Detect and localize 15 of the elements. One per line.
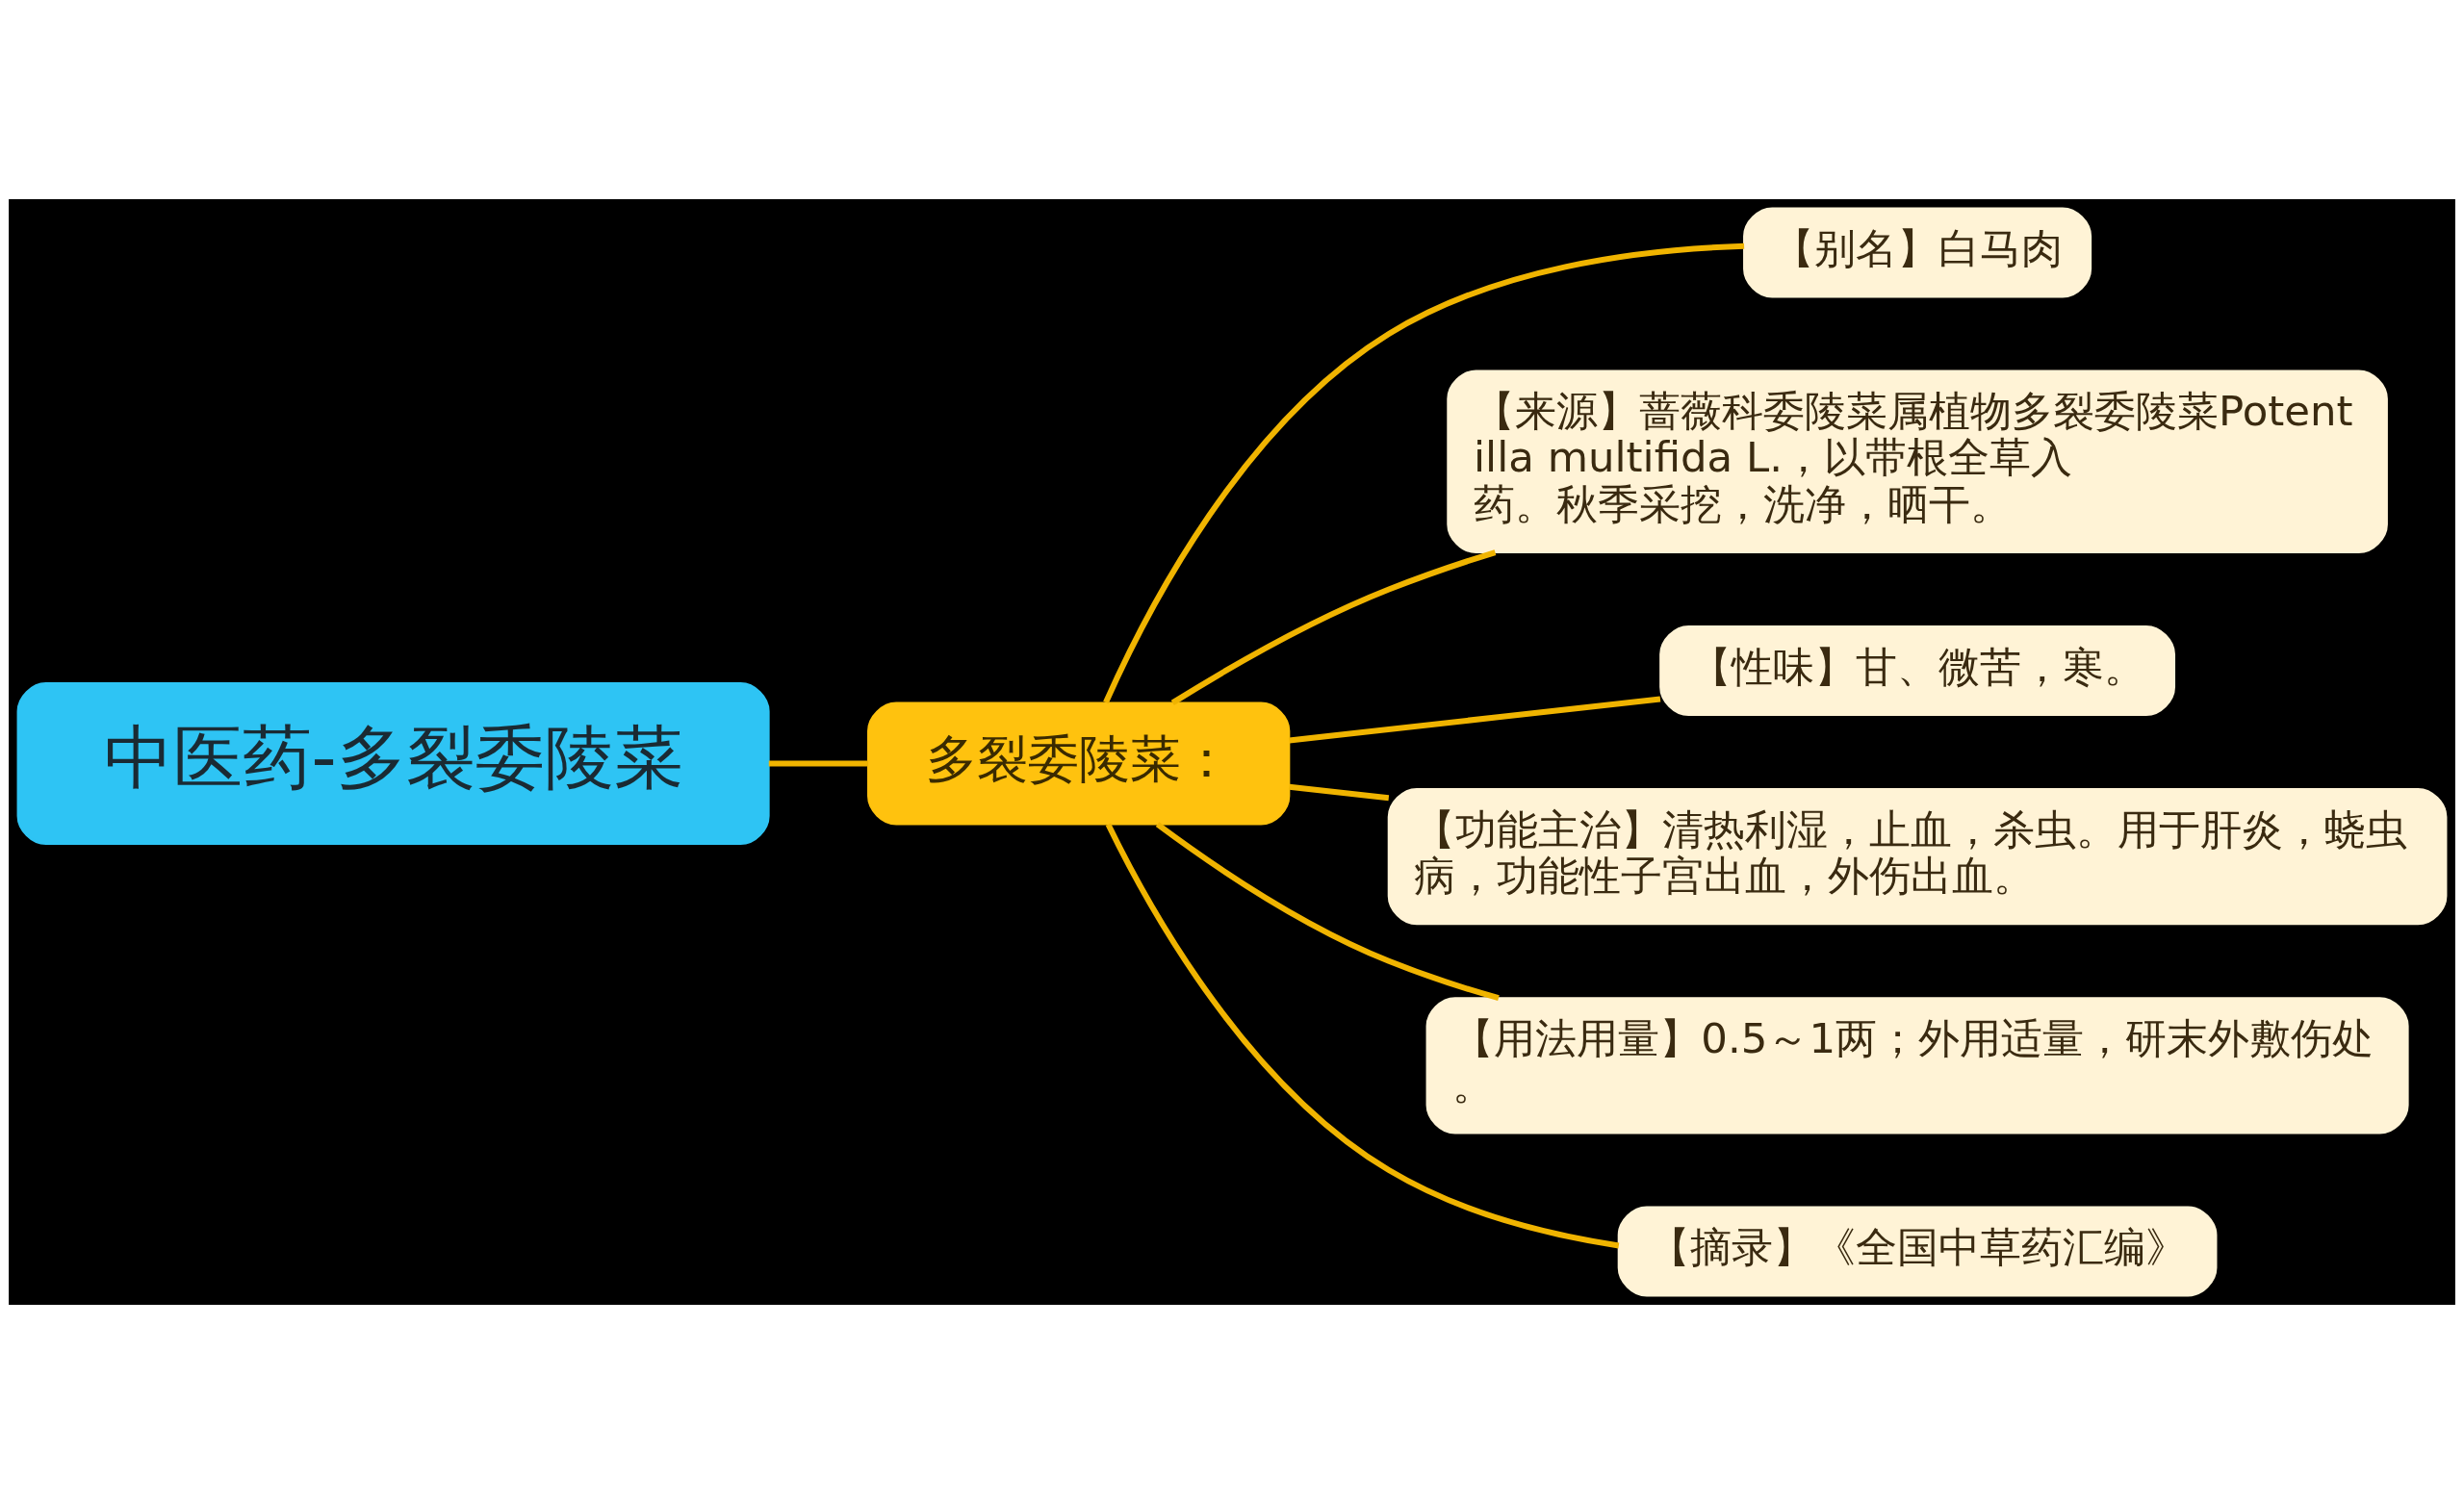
node-box: 中医药-多裂委陵菜	[16, 682, 770, 846]
connector	[1289, 696, 1661, 744]
connector	[1289, 783, 1390, 802]
node-box: 【摘录】《全国中草药汇编》	[1617, 1206, 2218, 1297]
node-box: 【性味】甘、微苦，寒。	[1659, 625, 2176, 717]
node-box: 【功能主治】清热利湿，止血，杀虫。用于肝炎，蛲虫病，功能性子宫出血，外伤出血。	[1387, 787, 2448, 926]
node-box: 多裂委陵菜：	[867, 701, 1291, 826]
connector	[1155, 822, 1500, 1002]
node-box: 【用法用量】0.5～1两；外用适量，研末外敷伤处。	[1425, 997, 2409, 1134]
connector	[768, 760, 869, 767]
connector	[1170, 549, 1497, 705]
connector	[1105, 823, 1620, 1249]
node-box: 【来源】蔷薇科委陵菜属植物多裂委陵菜Potentilla multifida L.，以带根全草入药。秋季采挖，洗净，晒干。	[1447, 370, 2388, 554]
connector	[1103, 242, 1745, 704]
node-box: 【别名】白马肉	[1743, 207, 2092, 298]
